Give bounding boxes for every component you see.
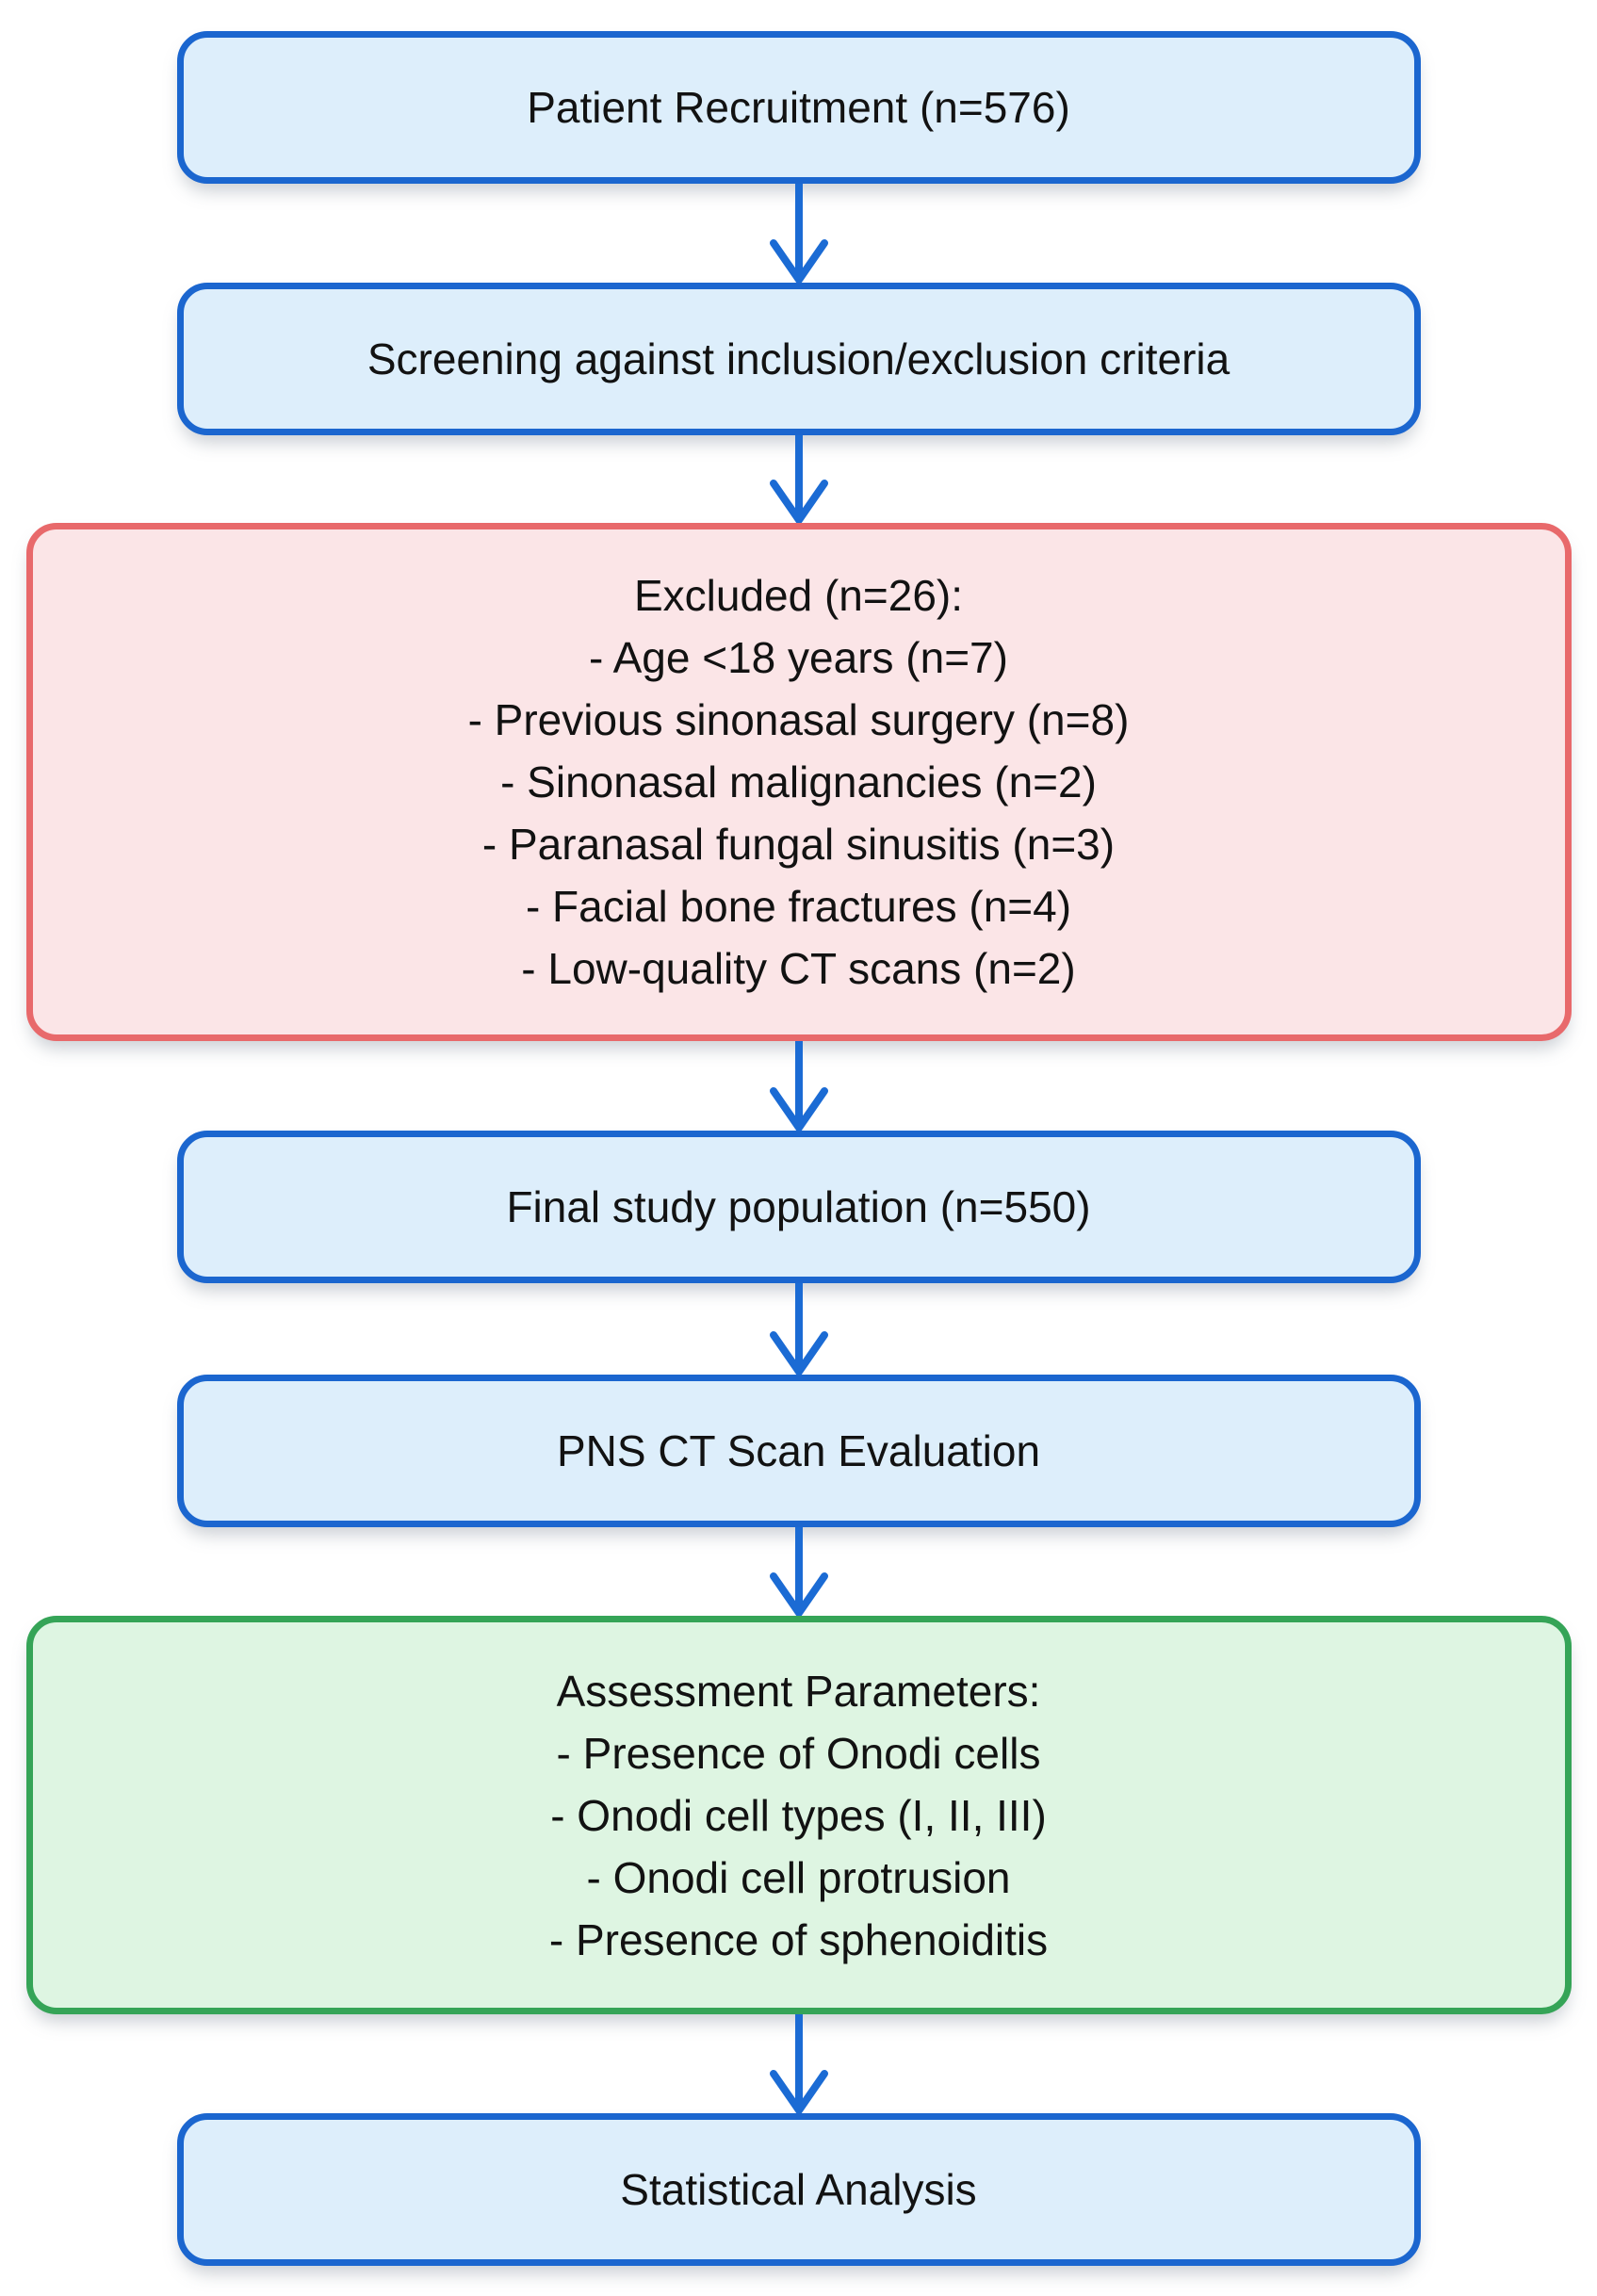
down-arrow-icon xyxy=(769,435,828,523)
excluded-item: - Age <18 years (n=7) xyxy=(589,633,1008,682)
excluded-item: - Facial bone fractures (n=4) xyxy=(525,882,1072,931)
node-text: Screening against inclusion/exclusion cr… xyxy=(367,334,1230,383)
assessment-item: - Presence of sphenoiditis xyxy=(548,1914,1049,1964)
excluded-item: - Paranasal fungal sinusitis (n=3) xyxy=(481,820,1116,869)
assessment-item: - Presence of Onodi cells xyxy=(556,1728,1041,1778)
node-title: Excluded (n=26): xyxy=(633,571,964,620)
node-text: Patient Recruitment (n=576) xyxy=(527,83,1070,132)
node-statistical-analysis: Statistical Analysis xyxy=(176,2113,1421,2266)
node-screening: Screening against inclusion/exclusion cr… xyxy=(176,283,1421,435)
down-arrow-icon xyxy=(769,1041,828,1131)
excluded-item: - Sinonasal malignancies (n=2) xyxy=(500,757,1097,806)
assessment-item: - Onodi cell types (I, II, III) xyxy=(550,1790,1047,1840)
node-pns-ct-scan-evaluation: PNS CT Scan Evaluation xyxy=(176,1375,1421,1527)
node-text: PNS CT Scan Evaluation xyxy=(556,1426,1041,1475)
node-text: Final study population (n=550) xyxy=(506,1182,1091,1231)
down-arrow-icon xyxy=(769,1527,828,1616)
excluded-item: - Low-quality CT scans (n=2) xyxy=(521,944,1076,993)
node-title: Assessment Parameters: xyxy=(556,1666,1041,1716)
down-arrow-icon xyxy=(769,2014,828,2113)
down-arrow-icon xyxy=(769,184,828,283)
assessment-item: - Onodi cell protrusion xyxy=(586,1852,1011,1902)
node-text: Statistical Analysis xyxy=(620,2165,977,2214)
node-assessment-parameters: Assessment Parameters: - Presence of Ono… xyxy=(25,1616,1572,2014)
node-excluded: Excluded (n=26): - Age <18 years (n=7) -… xyxy=(25,523,1572,1041)
node-final-study-population: Final study population (n=550) xyxy=(176,1131,1421,1283)
excluded-item: - Previous sinonasal surgery (n=8) xyxy=(467,695,1130,744)
node-patient-recruitment: Patient Recruitment (n=576) xyxy=(176,31,1421,184)
down-arrow-icon xyxy=(769,1283,828,1375)
